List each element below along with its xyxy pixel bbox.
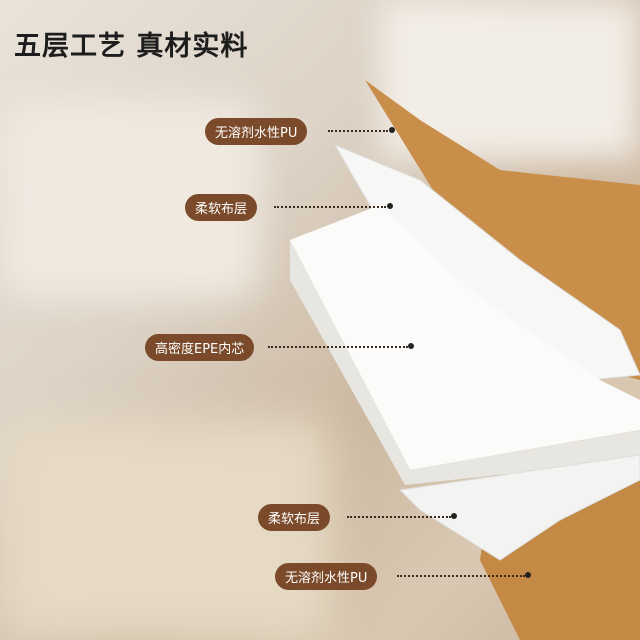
leader-line — [397, 575, 525, 577]
bottom-fabric-layer — [398, 454, 640, 561]
marker-dot — [387, 203, 393, 209]
marker-dot — [408, 343, 414, 349]
label-fabric-top: 柔软布层 — [185, 194, 258, 221]
leader-line — [268, 346, 408, 348]
label-pu-bottom: 无溶剂水性PU — [275, 563, 378, 590]
label-epe-core: 高密度EPE内芯 — [145, 334, 255, 361]
foam-core-side — [290, 240, 640, 485]
marker-dot — [389, 127, 395, 133]
label-fabric-bottom: 柔软布层 — [258, 504, 331, 531]
foam-core-top — [290, 205, 640, 470]
leader-line — [328, 130, 388, 132]
leader-line — [274, 206, 386, 208]
marker-dot — [525, 572, 531, 578]
label-pu-top: 无溶剂水性PU — [205, 118, 308, 145]
marker-dot — [451, 513, 457, 519]
leader-line — [347, 516, 451, 518]
headline: 五层工艺 真材实料 — [14, 31, 249, 62]
